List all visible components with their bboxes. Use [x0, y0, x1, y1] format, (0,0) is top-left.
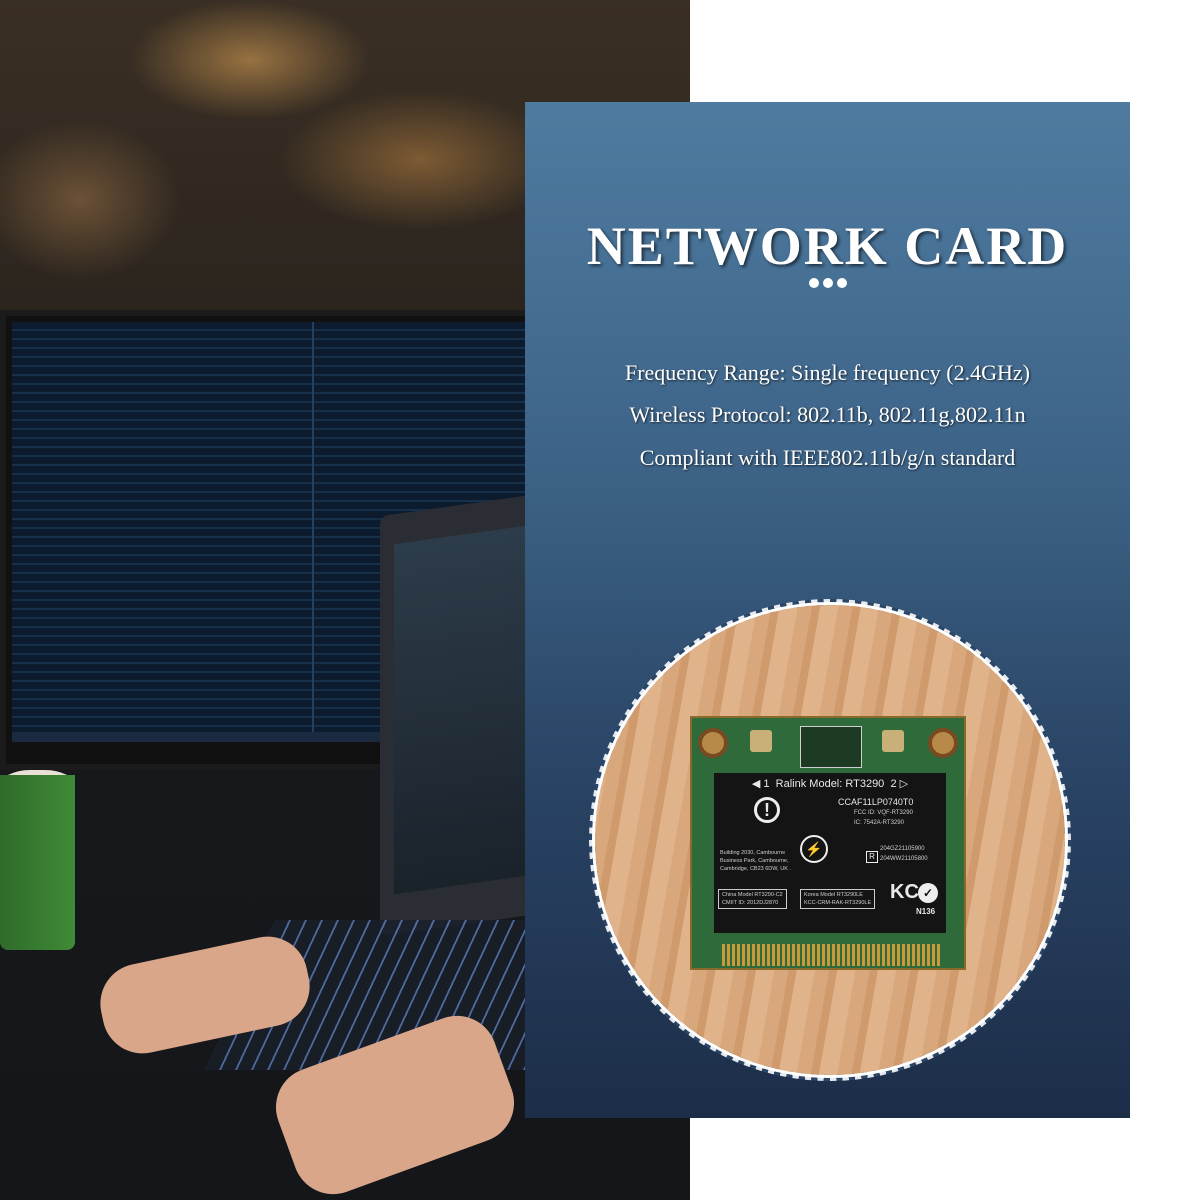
ellipsis-dots-icon: [525, 278, 1130, 288]
c-tick-icon: ✓: [918, 883, 938, 903]
model-line: ◀ 1 Ralink Model: RT3290 2 ▷: [714, 777, 946, 790]
telec-number-2: 204WW21105800: [880, 856, 928, 862]
gold-edge-contacts: [722, 944, 942, 966]
laptop: [380, 493, 540, 937]
dot: [836, 278, 847, 288]
screw-hole-icon: [698, 728, 728, 758]
antenna-1-label: 1: [763, 778, 770, 790]
arrow-right-icon: ▷: [899, 778, 909, 790]
ncc-code: CCAF11LP0740T0: [838, 797, 914, 807]
panel-title: NETWORK CARD: [586, 216, 1069, 276]
regulatory-label: ◀ 1 Ralink Model: RT3290 2 ▷ ! CCAF11LP0…: [714, 773, 946, 933]
registered-r-icon: R: [866, 851, 878, 863]
ic-id: IC: 7542A-RT3290: [854, 820, 904, 826]
antenna-2-label: 2: [890, 778, 897, 790]
kc-mark-icon: KC: [890, 881, 919, 903]
korea-model-box: Korea Model RT3290LE KCC-CRM-RAK-RT3290L…: [800, 889, 876, 909]
antenna-connector-icon: [750, 730, 772, 752]
spec-protocol: Wireless Protocol: 802.11b, 802.11g,802.…: [629, 402, 1026, 427]
telec-number-1: 204GZ21105900: [880, 846, 925, 852]
dot: [822, 278, 833, 288]
dot: [808, 278, 819, 288]
green-cup: [0, 775, 75, 950]
network-card-image: ◀ 1 Ralink Model: RT3290 2 ▷ ! CCAF11LP0…: [690, 716, 966, 970]
manufacturer-address: Building 2030, Cambourne Business Park, …: [720, 850, 791, 872]
spec-compliance: Compliant with IEEE802.11b/g/n standard: [639, 445, 1016, 470]
c-tick-code: N136: [916, 907, 936, 916]
china-model-box: China Model RT3290-C2 CMIIT ID: 2012DJ28…: [718, 889, 787, 909]
taskbar: [12, 732, 548, 742]
spec-frequency: Frequency Range: Single frequency (2.4GH…: [624, 360, 1031, 385]
laptop-screen: [394, 524, 532, 895]
fcc-id: FCC ID: VQF-RT3290: [854, 810, 913, 816]
screw-hole-icon: [928, 728, 958, 758]
cmiit-id: CMIIT ID: 2012DJ2870: [722, 900, 779, 906]
arrow-left-icon: ◀: [751, 778, 761, 790]
warning-icon: !: [754, 797, 780, 823]
telec-mark-icon: ⚡: [800, 835, 828, 863]
model-label: Ralink Model: RT3290: [775, 778, 885, 790]
korea-model: Korea Model RT3290LE: [804, 892, 863, 898]
chip-component: [800, 726, 862, 768]
kcc-id: KCC-CRM-RAK-RT3290LE: [804, 900, 872, 906]
antenna-connector-icon: [882, 730, 904, 752]
china-model: China Model RT3290-C2: [722, 892, 783, 898]
